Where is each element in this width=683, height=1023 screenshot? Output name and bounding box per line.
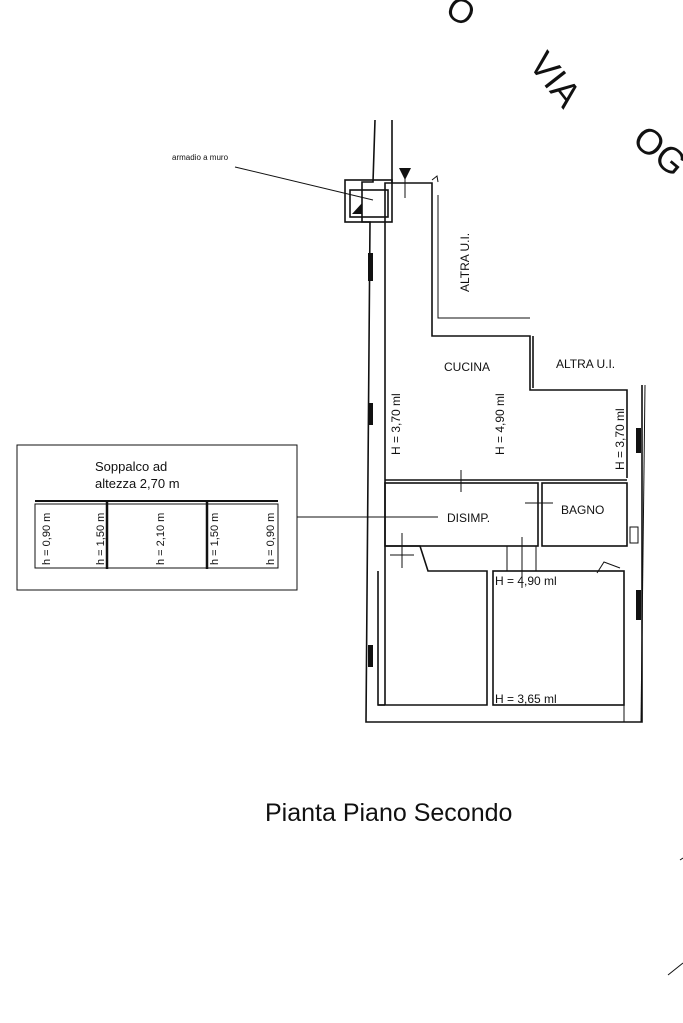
soppalco-height: h = 2,10 m bbox=[155, 513, 167, 565]
height-label: H = 3,70 ml bbox=[389, 393, 403, 455]
room-bagno-label: BAGNO bbox=[561, 503, 604, 517]
soppalco-height: h = 0,90 m bbox=[265, 513, 277, 565]
street-text-via: VIA bbox=[521, 44, 589, 115]
soppalco-height: h = 1,50 m bbox=[209, 513, 221, 565]
height-label: H = 4,90 ml bbox=[493, 393, 507, 455]
plan-caption: Pianta Piano Secondo bbox=[265, 799, 512, 827]
soppalco-height: h = 1,50 m bbox=[95, 513, 107, 565]
soppalco-title: altezza 2,70 m bbox=[95, 476, 180, 491]
height-label: H = 4,90 ml bbox=[495, 574, 557, 588]
street-text-fragment: O bbox=[440, 0, 482, 35]
height-label: H = 3,65 ml bbox=[495, 692, 557, 706]
room-cucina-label: CUCINA bbox=[444, 360, 490, 374]
armadio-label: armadio a muro bbox=[172, 153, 229, 162]
altra-ui-right-label: ALTRA U.I. bbox=[556, 357, 615, 371]
walls bbox=[297, 119, 683, 976]
leader-line bbox=[234, 166, 374, 201]
soppalco-inset: Soppalco ad altezza 2,70 m h = 0,90 m h … bbox=[16, 444, 298, 591]
soppalco-title: Soppalco ad bbox=[95, 459, 167, 474]
soppalco-height: h = 0,90 m bbox=[41, 513, 53, 565]
street-text-og: OG bbox=[626, 117, 683, 184]
altra-ui-top-label: ALTRA U.I. bbox=[458, 233, 472, 292]
height-label: H = 3,70 ml bbox=[613, 408, 627, 470]
room-disimp-label: DISIMP. bbox=[447, 511, 490, 525]
